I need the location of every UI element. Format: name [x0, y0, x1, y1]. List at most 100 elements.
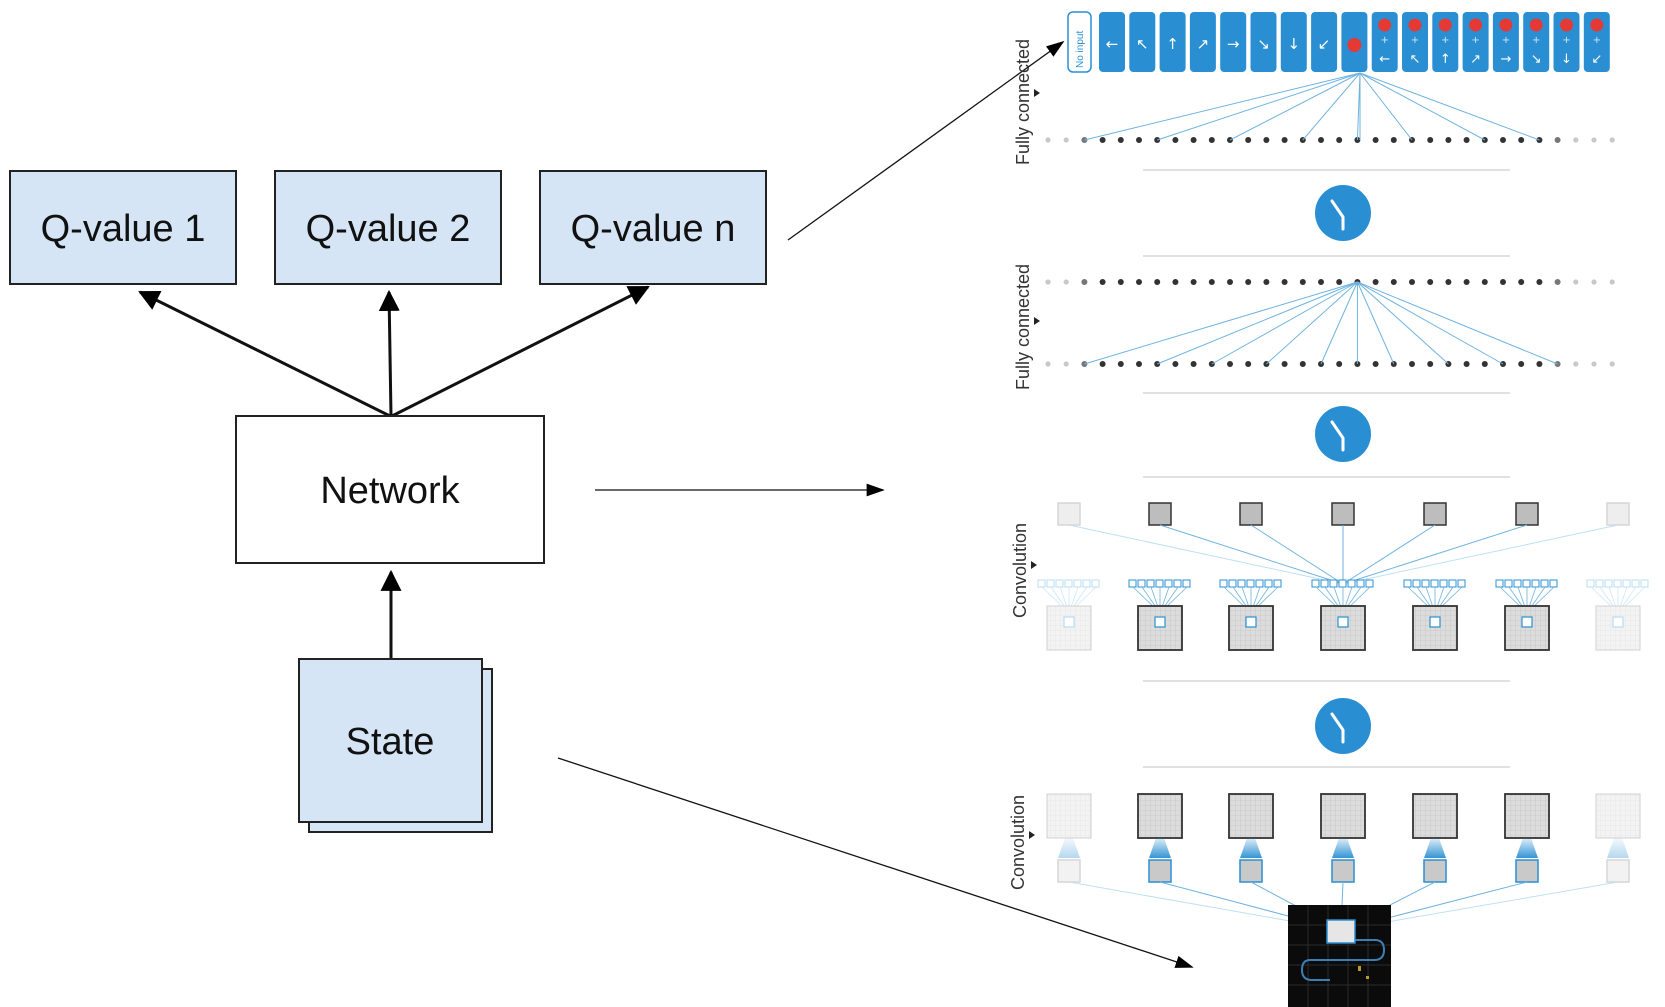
- state-stack: State: [298, 658, 493, 833]
- neuron-node: [1463, 361, 1470, 367]
- plus-icon: +: [1502, 35, 1510, 46]
- receptive-field: [1245, 616, 1257, 628]
- neuron-node: [1281, 361, 1288, 367]
- neuron-node: [1045, 279, 1051, 285]
- direction-arrow-icon: →: [1227, 35, 1240, 53]
- neuron-node: [1063, 361, 1069, 367]
- neuron-node: [1045, 361, 1051, 367]
- filter-unit: [1515, 502, 1539, 526]
- action-tile: [1402, 12, 1428, 72]
- kernel-cell: [1640, 579, 1649, 588]
- fully-connected-mid-layer: [1045, 279, 1615, 367]
- fire-icon: [1378, 18, 1392, 32]
- kernel-cell: [1246, 579, 1255, 588]
- neuron-node: [1117, 361, 1124, 367]
- kernel-cell: [1237, 579, 1246, 588]
- neuron-node: [1136, 361, 1142, 367]
- q-value-2-label: Q-value 2: [306, 208, 471, 250]
- kernel-cell: [1320, 579, 1329, 588]
- neuron-node: [1609, 137, 1615, 143]
- kernel-cell: [1513, 579, 1522, 588]
- conv-mid-label: Convolution: [1010, 523, 1030, 618]
- neuron-node: [1427, 137, 1434, 143]
- neuron-node: [1481, 279, 1488, 285]
- direction-arrow-icon: ↑: [1166, 35, 1179, 53]
- receptive-field: [1521, 616, 1533, 628]
- filter-unit: [1057, 859, 1081, 883]
- kernel-cell: [1412, 579, 1421, 588]
- kernel-cell: [1273, 579, 1282, 588]
- kernel-cell: [1504, 579, 1513, 588]
- connection-line: [1229, 72, 1361, 141]
- connection-line: [1266, 281, 1358, 365]
- feature-map: [1412, 793, 1458, 839]
- neuron-node: [1245, 361, 1252, 367]
- neuron-node: [1573, 361, 1579, 367]
- neuron-node: [1573, 279, 1579, 285]
- q-value-box-1: Q-value 1: [9, 170, 237, 285]
- kernel-cell: [1604, 579, 1613, 588]
- neuron-node: [1336, 279, 1343, 285]
- action-tile: [1432, 12, 1459, 72]
- plus-icon: +: [1532, 35, 1540, 46]
- kernel-cell: [1613, 579, 1622, 588]
- kernel-cell: [1128, 579, 1137, 588]
- kernel-cell: [1164, 579, 1173, 588]
- direction-arrow-icon: ↓: [1288, 35, 1301, 53]
- feature-map: [1137, 793, 1183, 839]
- action-tile: [1462, 12, 1489, 72]
- layer-labels: Fully connected Fully connected Convolut…: [1008, 39, 1040, 890]
- projection-beam: [1149, 838, 1171, 858]
- kernel-cell: [1540, 579, 1549, 588]
- connection-line: [1157, 281, 1358, 365]
- projection-beam: [1240, 838, 1262, 858]
- neuron-node: [1245, 279, 1252, 285]
- neuron-node: [1136, 137, 1142, 143]
- neuron-node: [1554, 137, 1561, 143]
- kernel-cell: [1586, 579, 1595, 588]
- q-value-n-label: Q-value n: [571, 208, 736, 250]
- q-value-boxes: Q-value 1 Q-value 2 Q-value n: [9, 170, 767, 285]
- neuron-node: [1536, 361, 1543, 367]
- direction-arrow-icon: ←: [1379, 52, 1390, 67]
- fire-icon: [1408, 18, 1422, 32]
- kernel-cell: [1403, 579, 1412, 588]
- fire-icon: [1499, 18, 1513, 32]
- action-tile: [1099, 12, 1125, 72]
- receptive-field: [1337, 616, 1349, 628]
- game-screen-input: [1288, 905, 1391, 1007]
- neuron-node: [1609, 279, 1615, 285]
- filter-unit: [1423, 859, 1447, 883]
- kernel-cell: [1073, 579, 1082, 588]
- neuron-node: [1154, 279, 1161, 285]
- action-tile: [1523, 12, 1550, 72]
- action-tile: [1250, 12, 1277, 72]
- fire-icon: [1438, 18, 1452, 32]
- fire-icon: [1560, 18, 1573, 32]
- conv-bottom-label: Convolution: [1008, 795, 1028, 890]
- feature-map: [1046, 793, 1092, 839]
- filter-unit: [1606, 502, 1630, 526]
- feature-map: [1228, 793, 1274, 839]
- neuron-node: [1227, 361, 1233, 367]
- kernel-cell: [1495, 579, 1504, 588]
- kernel-cell: [1356, 579, 1365, 588]
- kernel-cell: [1631, 579, 1640, 588]
- direction-arrow-icon: ↗: [1197, 35, 1210, 53]
- neuron-node: [1609, 361, 1615, 367]
- kernel-cell: [1457, 579, 1466, 588]
- action-tile: [1159, 12, 1186, 72]
- feature-map: [1046, 605, 1092, 651]
- filter-unit: [1331, 859, 1355, 883]
- connection-line: [1357, 281, 1449, 365]
- neuron-node: [1427, 279, 1434, 285]
- action-tile: [1189, 12, 1216, 72]
- neuron-node: [1299, 361, 1306, 367]
- kernel-cell: [1255, 579, 1264, 588]
- action-tile: [1492, 12, 1519, 72]
- connection-line: [1342, 524, 1528, 585]
- fire-icon: [1469, 18, 1483, 32]
- filter-unit: [1239, 859, 1263, 883]
- no-input-label: No input: [1075, 31, 1086, 68]
- feature-map: [1320, 793, 1366, 839]
